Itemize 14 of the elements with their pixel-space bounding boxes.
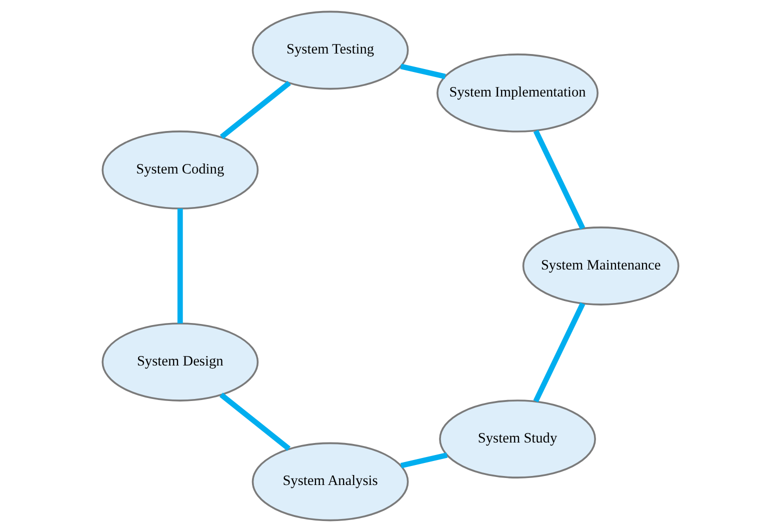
connector (219, 392, 290, 451)
connector (176, 208, 182, 324)
node-ellipse: System Analysis (251, 442, 408, 522)
connector (532, 130, 585, 230)
node-ellipse: System Testing (251, 10, 408, 90)
connector (400, 452, 448, 468)
node-ellipse: System Coding (101, 130, 258, 210)
connector (532, 302, 585, 402)
connector (400, 64, 446, 80)
node-ellipse: System Design (101, 322, 258, 402)
node-ellipse: System Study (438, 400, 596, 478)
connector (219, 80, 290, 140)
node-ellipse: System Implementation (436, 54, 598, 132)
node-ellipse: System Maintenance (522, 226, 679, 306)
